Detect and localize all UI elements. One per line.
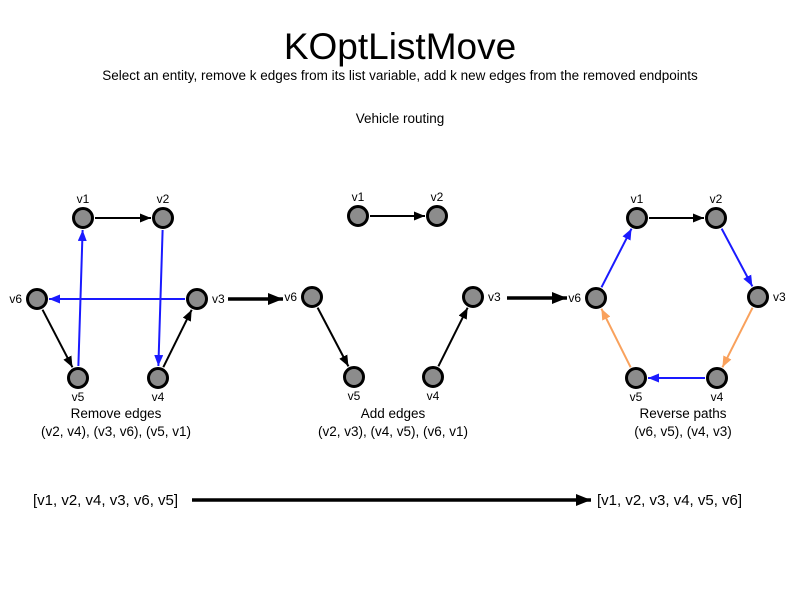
node-v2 — [426, 205, 448, 227]
node-v6 — [585, 287, 607, 309]
node-v4 — [147, 367, 169, 389]
node-label-v6: v6 — [284, 290, 297, 304]
node-v6 — [301, 286, 323, 308]
section-label: Vehicle routing — [355, 111, 445, 126]
node-v5 — [625, 367, 647, 389]
node-label-v1: v1 — [77, 192, 90, 206]
node-label-v3: v3 — [773, 290, 786, 304]
node-label-v5: v5 — [348, 389, 361, 403]
caption-add-edges: Add edges (v2, v3), (v4, v5), (v6, v1) — [318, 405, 468, 441]
edge-v4-v3 — [162, 309, 193, 368]
node-v4 — [706, 367, 728, 389]
node-v2 — [152, 207, 174, 229]
caption-add-edges-title: Add edges — [360, 406, 426, 421]
node-label-v1: v1 — [631, 192, 644, 206]
node-v1 — [72, 207, 94, 229]
page-title: KOptListMove — [283, 26, 517, 67]
node-v5 — [343, 366, 365, 388]
node-label-v5: v5 — [630, 390, 643, 404]
edge-v5-v1 — [77, 229, 87, 367]
caption-reverse-paths-title: Reverse paths — [639, 406, 727, 421]
caption-add-edges-pairs: (v2, v3), (v4, v5), (v6, v1) — [317, 424, 469, 439]
edge-v4-v3 — [437, 307, 469, 367]
node-label-v4: v4 — [711, 390, 724, 404]
page-subtitle: Select an entity, remove k edges from it… — [102, 68, 698, 83]
node-label-v6: v6 — [9, 292, 22, 306]
add-edges-graph: v1 v2 v6 v3 v5 v4 — [284, 190, 501, 403]
caption-remove-edges-pairs: (v2, v4), (v3, v6), (v5, v1) — [40, 424, 192, 439]
node-label-v4: v4 — [152, 390, 165, 404]
caption-reverse-paths: Reverse paths (v6, v5), (v4, v3) — [634, 405, 732, 441]
node-label-v1: v1 — [352, 190, 365, 204]
edge-v3-v4 — [721, 307, 754, 368]
node-v4 — [422, 366, 444, 388]
node-v3 — [186, 288, 208, 310]
node-label-v4: v4 — [427, 389, 440, 403]
node-v1 — [347, 205, 369, 227]
route-list-before: [v1, v2, v4, v3, v6, v5] — [33, 492, 179, 509]
node-label-v2: v2 — [431, 190, 444, 204]
caption-remove-edges: Remove edges (v2, v4), (v3, v6), (v5, v1… — [41, 405, 191, 441]
edge-v6-v5 — [316, 307, 350, 367]
node-label-v5: v5 — [72, 390, 85, 404]
node-label-v2: v2 — [157, 192, 170, 206]
node-v3 — [747, 286, 769, 308]
reverse-paths-graph: v1 v2 v6 v3 v5 v4 — [568, 192, 786, 404]
remove-edges-graph: v1 v2 v6 v3 v5 v4 — [9, 192, 225, 404]
node-label-v6: v6 — [568, 291, 581, 305]
edge-v2-v3 — [720, 228, 754, 287]
route-list-after: [v1, v2, v3, v4, v5, v6] — [597, 492, 743, 509]
node-v1 — [626, 207, 648, 229]
node-v2 — [705, 207, 727, 229]
caption-reverse-paths-pairs: (v6, v5), (v4, v3) — [634, 424, 732, 439]
node-v5 — [67, 367, 89, 389]
node-v3 — [462, 286, 484, 308]
node-label-v3: v3 — [488, 290, 501, 304]
node-label-v2: v2 — [710, 192, 723, 206]
caption-remove-edges-title: Remove edges — [70, 406, 162, 421]
node-v6 — [26, 288, 48, 310]
edge-v6-v1 — [600, 228, 633, 288]
node-label-v3: v3 — [212, 292, 225, 306]
graphs-layer: v1 v2 v6 v3 v5 v4 v1 v2 v6 v3 v5 v4 v1 v2 v6 v3 v5 v4 — [9, 190, 786, 506]
edge-v6-v5 — [41, 309, 74, 368]
edge-v5-v6 — [600, 308, 632, 368]
